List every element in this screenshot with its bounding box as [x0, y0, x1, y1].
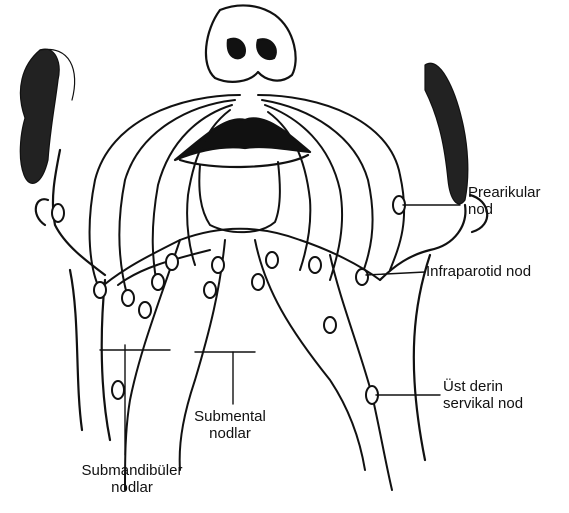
label-submental-nodes: Submental nodlar [180, 408, 280, 442]
hair-left [20, 49, 74, 183]
node-submental [252, 274, 264, 290]
label-line: nodlar [180, 425, 280, 442]
label-line: Submandibüler [72, 462, 192, 479]
label-infraparotid-node: Infraparotid nod [426, 263, 531, 280]
label-line: Submental [180, 408, 280, 425]
label-preauricular-node: Prearikular nod [468, 184, 541, 218]
label-line: servikal nod [443, 395, 523, 412]
hair-right [425, 63, 468, 204]
node-preauricular-left [52, 204, 64, 222]
node-cervical [324, 317, 336, 333]
node-submandibular [139, 302, 151, 318]
nose-illustration [206, 5, 296, 81]
node-submental [212, 257, 224, 273]
node-cervical [112, 381, 124, 399]
node-submental [266, 252, 278, 268]
label-line: Prearikular [468, 184, 541, 201]
label-line: Üst derin [443, 378, 523, 395]
node-submandibular [166, 254, 178, 270]
label-line: Infraparotid nod [426, 263, 531, 280]
label-deep-cervical-node: Üst derin servikal nod [443, 378, 523, 412]
label-line: nodlar [72, 479, 192, 496]
node-submandibular [122, 290, 134, 306]
lymph-nodes [52, 196, 405, 404]
label-submandibular-nodes: Submandibüler nodlar [72, 462, 192, 496]
node-infraparotid [356, 269, 368, 285]
label-line: nod [468, 201, 541, 218]
node-submandibular [152, 274, 164, 290]
node-submandibular [94, 282, 106, 298]
leader-lines [100, 205, 460, 455]
node-submental [204, 282, 216, 298]
node-infraparotid [309, 257, 321, 273]
chin-structure [199, 162, 280, 232]
